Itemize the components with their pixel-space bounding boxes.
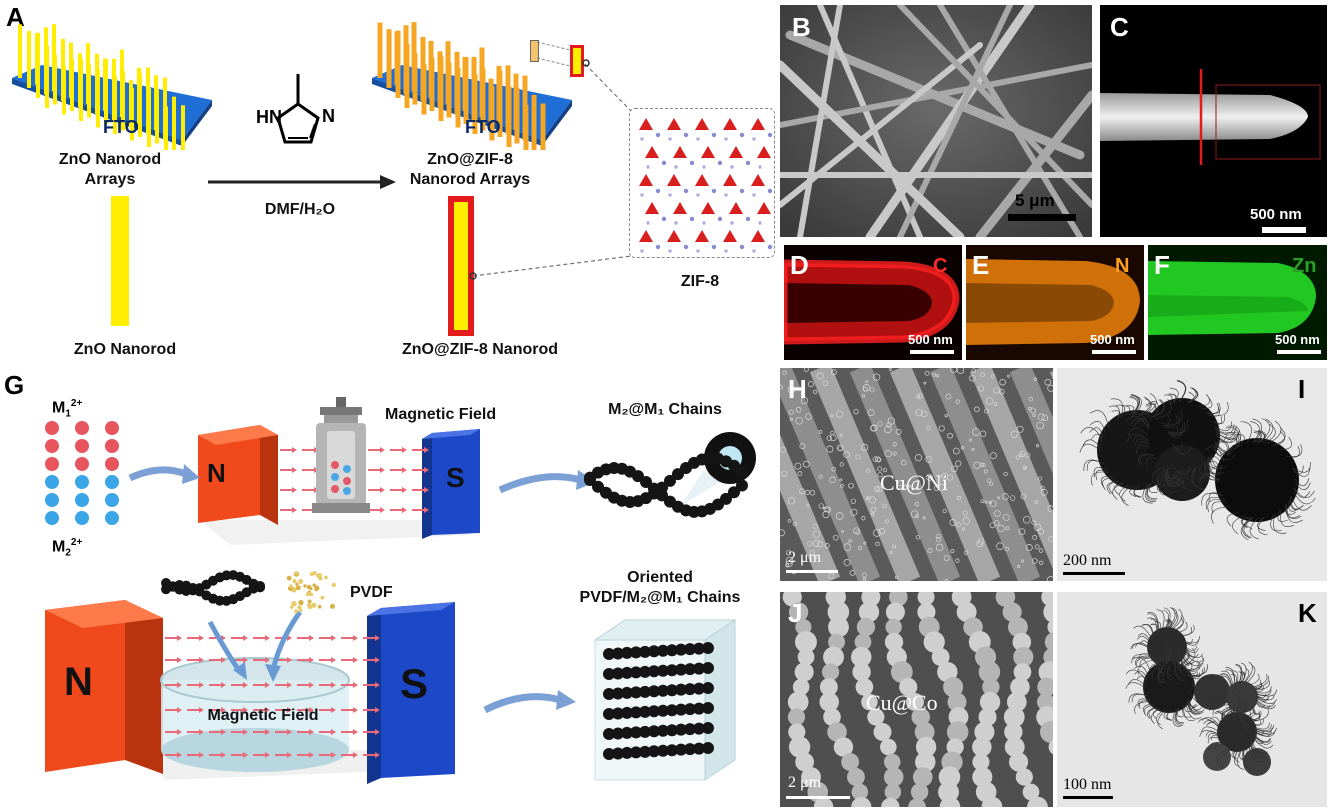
panel-label-g: G (4, 370, 25, 400)
panel-b-scale-label: 5 μm (1015, 191, 1055, 210)
panel-j-scalebar (786, 796, 850, 799)
reaction-arrow (208, 175, 396, 189)
panel-c-scale-label: 500 nm (1250, 206, 1302, 223)
oriented-caption-line1: Oriented (627, 569, 693, 586)
m2-ion-label: M22+ (52, 537, 83, 559)
magnet-s-bottom: S (400, 660, 429, 707)
oriented-caption-line2: PVDF/M₂@M₁ Chains (579, 589, 741, 606)
panel-d-carbon-map (784, 245, 962, 360)
panel-i-tem (1057, 368, 1327, 581)
panel-label-h: H (788, 374, 807, 404)
zif8-caption: ZIF-8 (680, 273, 720, 290)
panel-k-tem (1057, 592, 1327, 807)
zif-single-nanorod (448, 196, 474, 336)
panel-b-scalebar (1008, 214, 1076, 221)
panel-e-element: N (1115, 255, 1130, 277)
panel-label-b: B (792, 12, 811, 42)
zif-nanorod-caption: ZnO@ZIF-8 Nanorod (401, 341, 559, 358)
zno-single-nanorod (111, 196, 129, 326)
panel-e-scale-label: 500 nm (1090, 332, 1135, 347)
panel-label-j: J (788, 598, 803, 628)
fto-label-left: FTO (103, 117, 139, 137)
zif-nanorod-array-illustration (372, 22, 572, 150)
panel-c-haadf-image (1100, 5, 1327, 237)
panel-k-scale-label: 100 nm (1063, 776, 1112, 793)
zoom-marker-small (530, 40, 539, 62)
zno-nanorod-arrays-caption: ZnO Nanorod Arrays (58, 151, 162, 188)
flow-arrows (128, 464, 596, 714)
magnetic-field-bottom-caption: Magnetic Field (207, 707, 319, 724)
panel-f-scale-label: 500 nm (1275, 332, 1320, 347)
panel-c-scalebar (1262, 227, 1306, 233)
panel-e-nitrogen-map (966, 245, 1144, 360)
magnet-s-top: S (446, 462, 465, 493)
fto-label-right: FTO (465, 117, 501, 137)
panel-label-i: I (1298, 374, 1306, 404)
panel-f-zinc-map (1148, 245, 1327, 360)
zoom-rod-small (570, 45, 584, 77)
panel-b-sem-image (780, 5, 1092, 237)
top-magnetic-setup (198, 397, 480, 545)
panel-label-c: C (1110, 12, 1129, 42)
zoom-lines (469, 41, 633, 280)
panel-label-e: E (972, 250, 990, 280)
panel-h-scale-label: 2 μm (788, 549, 822, 566)
panel-i-scalebar (1063, 572, 1125, 575)
panel-j-cuco-sem (780, 592, 1053, 807)
panel-j-material-label: Cu@Co (866, 690, 938, 715)
bottom-magnetic-setup (45, 600, 455, 784)
panel-h-material-label: Cu@Ni (880, 470, 948, 495)
panel-f-scalebar (1277, 350, 1321, 354)
panel-e-scalebar (1092, 350, 1136, 354)
panel-label-k: K (1298, 598, 1317, 628)
panel-k-scalebar (1063, 796, 1113, 799)
solvent-caption: DMF/H₂O (264, 201, 336, 218)
panel-f-element: Zn (1292, 255, 1317, 277)
m1-ion-label: M12+ (52, 398, 83, 420)
zif8-lattice (639, 118, 779, 253)
magnetic-field-top-caption: Magnetic Field (385, 406, 497, 423)
panel-d-scale-label: 500 nm (908, 332, 953, 347)
panel-label-d: D (790, 250, 809, 280)
panel-d-scalebar (910, 350, 954, 354)
bottom-chains-feed (161, 570, 266, 606)
reagent-n-label: N (322, 106, 335, 126)
reagent-hn-label: HN (256, 107, 282, 127)
pvdf-particles (286, 570, 336, 614)
panel-d-element: C (933, 255, 948, 277)
pvdf-caption: PVDF (350, 584, 393, 601)
chains-caption: M₂@M₁ Chains (608, 401, 722, 418)
panel-label-f: F (1154, 250, 1170, 280)
zif8-structure-box (629, 108, 779, 258)
zif-nanorod-arrays-caption: ZnO@ZIF-8 Nanorod Arrays (409, 151, 531, 188)
chains-illustration (584, 432, 756, 518)
panel-h-scalebar (786, 570, 838, 573)
zno-nanorod-caption: ZnO Nanorod (73, 341, 177, 358)
oriented-composite-cube (593, 619, 737, 781)
panel-j-scale-label: 2 μm (788, 774, 822, 791)
methylimidazole-structure (276, 74, 320, 144)
zno-nanorod-array-illustration (12, 24, 212, 150)
magnet-n-bottom: N (64, 660, 93, 704)
panel-i-scale-label: 200 nm (1063, 552, 1112, 569)
magnet-n-top: N (207, 458, 226, 488)
ion-spheres (45, 421, 119, 525)
panel-h-cuni-sem (780, 368, 1053, 581)
